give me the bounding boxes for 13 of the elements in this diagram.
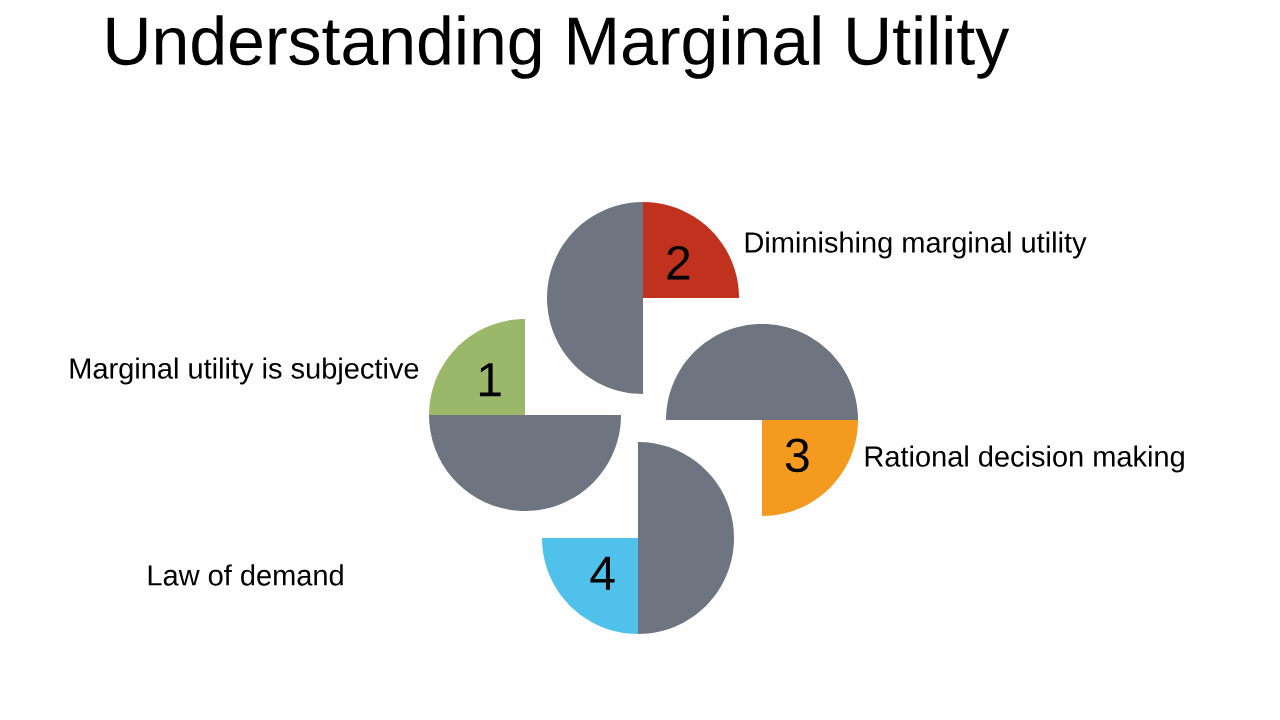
side-label: Diminishing marginal utility: [745, 231, 1087, 259]
pinwheel-arm: 2: [547, 202, 739, 394]
title: Understanding Marginal Utility: [107, 15, 1010, 79]
node-label: 1: [479, 363, 501, 397]
side-label: Law of demand: [148, 564, 343, 586]
pinwheel-arm: 4: [542, 442, 734, 634]
pinwheel-arm: 3: [666, 324, 858, 516]
pinwheel-arm: 1: [429, 319, 621, 511]
side-label: Marginal utility is subjective: [70, 357, 419, 385]
node-label: 4: [590, 556, 615, 590]
node-label: 3: [785, 438, 809, 473]
side-label: Rational decision making: [865, 445, 1184, 473]
node-label: 2: [667, 245, 690, 280]
